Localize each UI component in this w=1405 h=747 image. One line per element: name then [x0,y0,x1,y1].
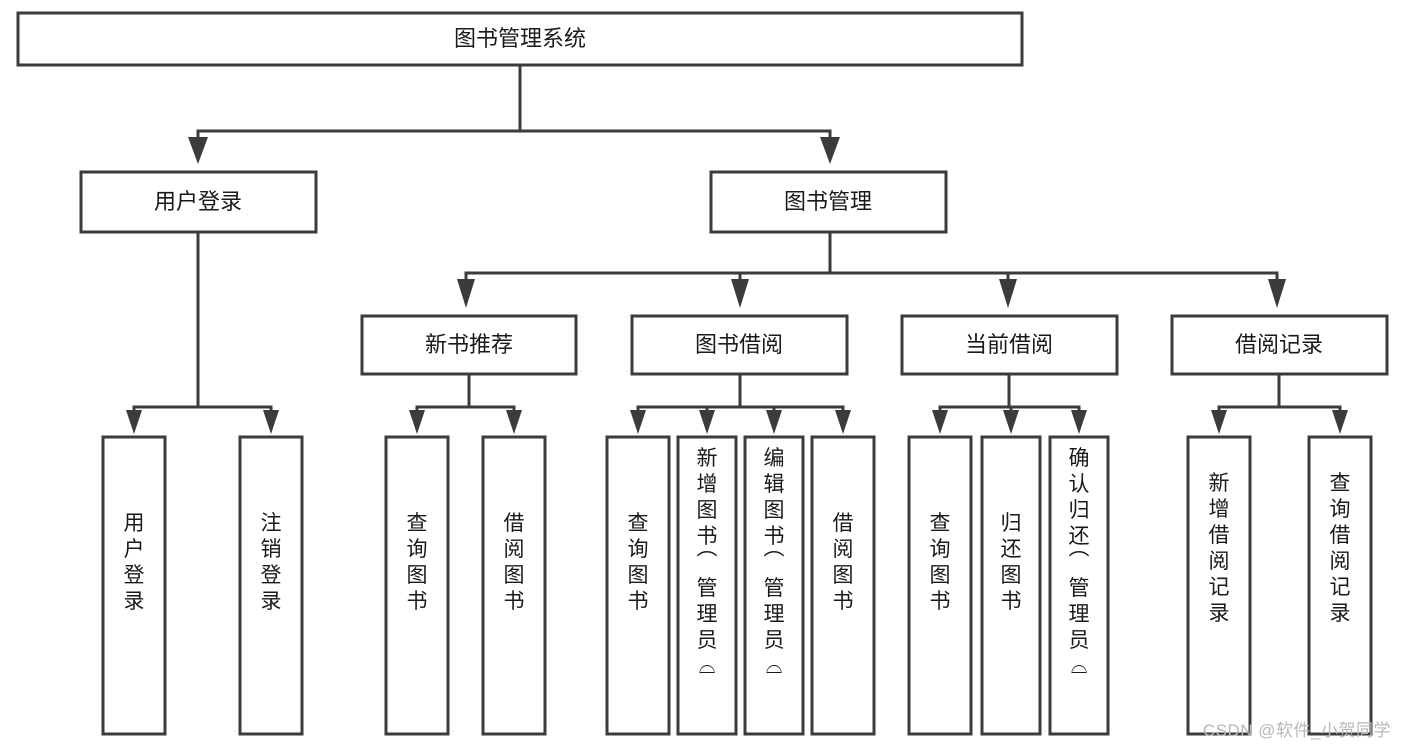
node-borrow-record-box [1170,314,1389,376]
node-leaf-borrow-book-1[interactable]: 借阅图书 [481,435,547,736]
node-leaf-edit-book-label: 编辑图书⌒管理员⌓ [764,447,785,678]
node-book-manage-label: 图书管理 [784,189,872,214]
arrow-leaf-query-book-3 [932,410,948,434]
node-root[interactable]: 图书管理系统 [16,11,1024,67]
node-book-manage[interactable]: 图书管理 [709,170,948,234]
node-leaf-query-record-label: 查询借阅记录 [1330,472,1351,625]
watermark-text: CSDN @软件_小贺同学 [1202,721,1391,740]
node-leaf-query-record[interactable]: 查询借阅记录 [1307,435,1373,736]
node-leaf-add-record-label: 新增借阅记录 [1209,472,1230,625]
node-leaf-return-book-box [980,435,1042,736]
node-current-borrow-label: 当前借阅 [965,332,1053,357]
arrow-borrow-record [1268,279,1286,308]
node-borrow-record-label: 借阅记录 [1235,332,1323,357]
arrow-leaf-query-book-1 [409,410,425,434]
node-leaf-add-record[interactable]: 新增借阅记录 [1186,435,1252,736]
node-leaf-return-book[interactable]: 归还图书 [980,435,1042,736]
node-leaf-confirm-return[interactable]: 确认归还⌒管理员⌓ [1048,435,1110,736]
node-root-box [16,11,1024,67]
node-new-book-rec-label: 新书推荐 [425,332,513,357]
arrow-leaf-add-record [1211,410,1227,434]
node-leaf-query-book-1-box [384,435,450,736]
connector-layer [126,63,1348,434]
node-book-borrow[interactable]: 图书借阅 [630,314,849,376]
arrow-leaf-query-book-2 [630,410,646,434]
node-user-login[interactable]: 用户登录 [79,170,318,234]
node-book-borrow-box [630,314,849,376]
node-leaf-add-book[interactable]: 新增图书⌒管理员⌓ [676,435,738,736]
arrow-leaf-borrow-book-1 [506,410,522,434]
node-leaf-confirm-return-box [1048,435,1110,736]
node-leaf-query-book-1-label: 查询图书 [407,512,428,613]
node-current-borrow-box [900,314,1119,376]
node-leaf-add-book-box [676,435,738,736]
arrow-current-borrow [999,279,1017,308]
arrow-book-manage [820,137,840,164]
node-leaf-user-login-label: 用户登录 [124,512,145,613]
node-leaf-logout[interactable]: 注销登录 [238,435,304,736]
node-leaf-user-login-box [101,435,167,736]
node-user-login-box [79,170,318,234]
node-leaf-query-record-box [1307,435,1373,736]
node-leaf-borrow-book-2[interactable]: 借阅图书 [810,435,876,736]
node-user-login-label: 用户登录 [154,189,242,214]
node-root-label: 图书管理系统 [454,26,586,51]
node-leaf-query-book-1[interactable]: 查询图书 [384,435,450,736]
arrow-leaf-query-record [1332,410,1348,434]
arrow-leaf-return-book [1003,410,1019,434]
node-current-borrow[interactable]: 当前借阅 [900,314,1119,376]
arrow-leaf-borrow-book-2 [835,410,851,434]
node-leaf-edit-book[interactable]: 编辑图书⌒管理员⌓ [743,435,805,736]
node-leaf-add-record-box [1186,435,1252,736]
arrow-leaf-add-book [699,410,715,434]
node-new-book-rec[interactable]: 新书推荐 [360,314,578,376]
node-leaf-query-book-2-label: 查询图书 [628,512,649,613]
node-leaf-query-book-3-label: 查询图书 [930,512,951,613]
arrow-book-borrow [731,279,749,308]
node-leaf-user-login[interactable]: 用户登录 [101,435,167,736]
node-leaf-logout-label: 注销登录 [261,512,282,613]
node-leaf-confirm-return-label: 确认归还⌒管理员⌓ [1069,447,1090,678]
node-leaf-query-book-3-box [907,435,973,736]
arrow-leaf-confirm-return [1071,410,1087,434]
node-borrow-record[interactable]: 借阅记录 [1170,314,1389,376]
node-leaf-borrow-book-1-box [481,435,547,736]
arrow-user-login [188,137,208,164]
node-leaf-return-book-label: 归还图书 [1001,512,1022,613]
node-leaf-logout-box [238,435,304,736]
node-leaf-borrow-book-2-label: 借阅图书 [833,512,854,613]
node-leaf-query-book-3[interactable]: 查询图书 [907,435,973,736]
node-leaf-add-book-label: 新增图书⌒管理员⌓ [697,447,718,678]
node-leaf-borrow-book-2-box [810,435,876,736]
node-leaf-query-book-2[interactable]: 查询图书 [605,435,671,736]
node-new-book-rec-box [360,314,578,376]
node-book-manage-box [709,170,948,234]
arrow-leaf-logout [263,410,279,434]
node-leaf-edit-book-box [743,435,805,736]
arrow-leaf-user-login [126,410,142,434]
node-leaf-borrow-book-1-label: 借阅图书 [504,512,525,613]
node-book-borrow-label: 图书借阅 [695,332,783,357]
arrow-new-book-rec [457,279,475,308]
node-leaf-query-book-2-box [605,435,671,736]
arrow-leaf-edit-book [766,410,782,434]
